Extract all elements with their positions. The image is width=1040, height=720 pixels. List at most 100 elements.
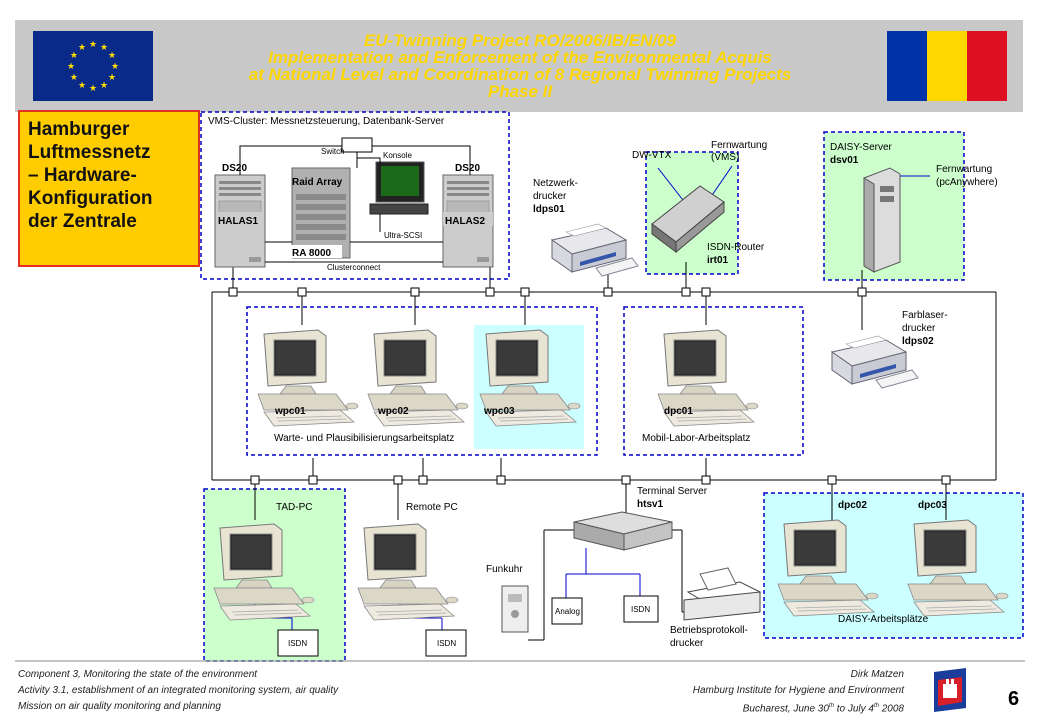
remote-isdn-box <box>425 629 467 657</box>
callout-line5: der Zentrale <box>28 211 137 232</box>
footer-left-3: Mission on air quality monitoring and pl… <box>18 701 221 712</box>
proto-label1: Betriebsprotokoll- <box>670 625 748 636</box>
ds20-right-label: DS20 <box>455 163 480 174</box>
router-id: irt01 <box>707 255 729 266</box>
analog-box <box>551 597 583 625</box>
header-title-line1: EU-Twinning Project RO/2006/IB/EN/09 <box>363 31 677 50</box>
eu-star-icon: ★ <box>70 73 78 83</box>
printer1-id: ldps01 <box>533 204 565 215</box>
halas1-label: HALAS1 <box>218 216 258 227</box>
halas2-label: HALAS2 <box>445 216 485 227</box>
daisy-fern2: (pcAnywhere) <box>936 177 998 188</box>
tad-isdn-box <box>277 629 319 657</box>
callout-line3: – Hardware- <box>28 165 137 186</box>
clusterconnect-label: Clusterconnect <box>327 263 381 272</box>
funkuhr-label: Funkuhr <box>486 564 523 575</box>
raid-label: Raid Array <box>292 177 343 188</box>
footer-date-sup1: th <box>828 703 834 709</box>
eu-star-icon: ★ <box>89 40 97 50</box>
eu-star-icon: ★ <box>70 51 78 61</box>
network-printer-icon <box>551 223 639 277</box>
header-title-line3: at National Level and Coordination of 8 … <box>248 65 792 84</box>
ra-label-bg <box>290 245 342 258</box>
router-fern2: (VMS) <box>711 152 739 163</box>
ra-label: RA 8000 <box>292 248 332 259</box>
daisy-ws-label: DAISY-Arbeitsplätze <box>838 614 929 625</box>
footer-right-3: Bucharest, June 30th to July 4th 2008 <box>743 700 904 715</box>
eu-star-icon: ★ <box>67 62 75 72</box>
halas2-label-bg <box>443 212 493 226</box>
cluster-wiring <box>239 145 471 263</box>
callout-line1: Hamburger <box>28 119 130 140</box>
eu-star-icon: ★ <box>108 51 116 61</box>
mobil-label: Mobil-Labor-Arbeitsplatz <box>642 433 750 444</box>
title-callout: Hamburger Luftmessnetz – Hardware- Konfi… <box>18 110 200 267</box>
dpc02-label: dpc02 <box>838 500 867 511</box>
funkuhr-icon <box>501 585 529 633</box>
wpc01-label: wpc01 <box>274 406 306 417</box>
printer1-line2: drucker <box>533 191 567 202</box>
color-printer-line1: Farblaser- <box>902 310 948 321</box>
remote-pc-icon <box>357 523 459 621</box>
dwvtx-label: DW-VTX <box>632 150 672 161</box>
eu-flag-icon: ★★★★★★★★★★★★ <box>33 31 153 101</box>
printer1-line1: Netzwerk- <box>533 178 578 189</box>
warte-box <box>246 306 598 456</box>
footer-date-sup2: th <box>873 703 879 709</box>
footer-left-2: Activity 3.1, establishment of an integr… <box>18 685 339 696</box>
mobil-box <box>623 306 804 456</box>
header-band <box>15 20 1023 112</box>
eu-star-icon: ★ <box>89 84 97 94</box>
daisy-server-id: dsv01 <box>830 155 859 166</box>
romania-flag-icon <box>887 31 1007 101</box>
proto-label2: drucker <box>670 638 704 649</box>
router-fern1: Fernwartung <box>711 140 767 151</box>
protocol-printer-icon <box>683 567 762 621</box>
terminal-isdn-label: ISDN <box>631 605 650 614</box>
eu-star-icon: ★ <box>100 43 108 53</box>
eu-star-icon: ★ <box>78 81 86 91</box>
tad-isdn-label: ISDN <box>288 639 307 648</box>
vms-cluster-box <box>200 111 510 280</box>
dpc01-label: dpc01 <box>664 406 693 417</box>
eu-star-icon: ★ <box>108 73 116 83</box>
ultra-scsi-label: Ultra-SCSI <box>384 231 422 240</box>
color-printer-line2: drucker <box>902 323 936 334</box>
konsole-terminal <box>369 161 429 215</box>
terminal-label: Terminal Server <box>637 486 708 497</box>
eu-star-icon: ★ <box>78 43 86 53</box>
ds20-left-label: DS20 <box>222 163 247 174</box>
eu-star-icon: ★ <box>111 62 119 72</box>
wpc02-label: wpc02 <box>377 406 409 417</box>
wpc01-pc-icon <box>257 329 359 427</box>
daisy-server-icon <box>863 167 901 273</box>
terminal-server-icon <box>573 511 673 551</box>
page-number: 6 <box>1008 688 1020 710</box>
tad-label: TAD-PC <box>276 502 312 513</box>
footer-left-1: Component 3, Monitoring the state of the… <box>18 669 258 680</box>
analog-label: Analog <box>555 607 580 616</box>
remote-label: Remote PC <box>406 502 458 513</box>
footer-right-2: Hamburg Institute for Hygiene and Enviro… <box>692 685 904 696</box>
header-title-line4: Phase II <box>487 82 553 101</box>
isdn-router-icon <box>651 185 725 254</box>
callout-line4: Konfiguration <box>28 188 153 209</box>
remote-isdn-label: ISDN <box>437 639 456 648</box>
footer-date-prefix: Bucharest, June 30 <box>742 703 829 715</box>
router-name: ISDN-Router <box>707 242 765 253</box>
color-printer-id: ldps02 <box>902 336 934 347</box>
halas1-label-bg <box>216 212 264 226</box>
footer-right-1: Dirk Matzen <box>850 669 904 680</box>
konsole-label: Konsole <box>383 151 412 160</box>
terminal-id: htsv1 <box>637 499 664 510</box>
wpc03-label: wpc03 <box>483 406 515 417</box>
raid-array <box>291 167 351 259</box>
daisy-fern1: Fernwartung <box>936 164 992 175</box>
vms-cluster-title: VMS-Cluster: Messnetzsteuerung, Datenban… <box>208 116 445 127</box>
warte-label: Warte- und Plausibilisierungsarbeitsplat… <box>274 433 454 444</box>
terminal-isdn-box <box>623 595 659 623</box>
footer-date-suffix: 2008 <box>878 703 904 715</box>
switch-box <box>341 137 373 153</box>
eu-star-icon: ★ <box>100 81 108 91</box>
